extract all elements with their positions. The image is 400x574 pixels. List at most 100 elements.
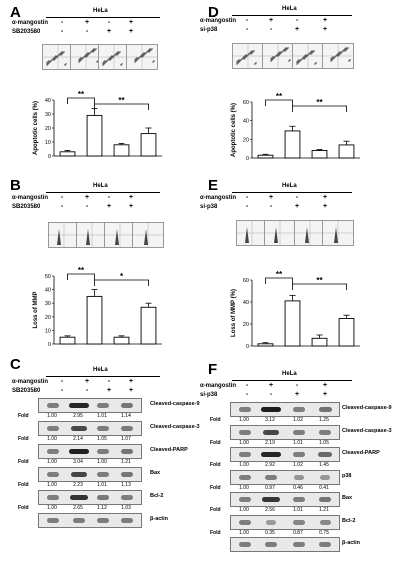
protein-band (96, 472, 109, 477)
drug-sign: + (84, 378, 90, 385)
y-tick-label: 30 (45, 112, 51, 118)
fold-label: Fold (18, 482, 29, 488)
drug-label: α-mangostin (200, 18, 237, 24)
inhibitor-label: si-p38 (200, 204, 218, 210)
fold-value: 1.21 (319, 507, 329, 513)
blot-strip (230, 537, 340, 552)
protein-band (293, 542, 305, 547)
y-tick-label: 20 (45, 126, 51, 132)
fold-value: 0.35 (265, 529, 275, 536)
header-cell-line-f: HeLa (282, 371, 297, 377)
inhibitor-label: si-p38 (200, 27, 218, 33)
inhibitor-sign: + (322, 203, 328, 210)
drug-sign: - (245, 382, 249, 389)
drug-sign: + (322, 382, 328, 389)
flow-cytometry-plot (292, 43, 324, 69)
fold-label: Fold (18, 505, 29, 511)
y-tick-label: 0 (48, 154, 51, 160)
fold-value: 1.00 (47, 459, 57, 465)
drug-sign: - (60, 19, 64, 26)
y-tick-label: 0 (48, 342, 51, 348)
protein-band (70, 472, 88, 477)
protein-band (96, 403, 109, 408)
bar (113, 144, 130, 157)
y-tick-label: 60 (243, 278, 249, 284)
blot-strip (230, 469, 340, 485)
protein-band (262, 429, 280, 435)
significance-bracket (292, 105, 347, 112)
fold-value: 1.00 (239, 507, 249, 513)
flow-cytometry-plot (322, 220, 354, 246)
fold-value: 1.14 (121, 413, 131, 419)
fold-label: Fold (210, 507, 221, 513)
fold-value: 2.23 (73, 482, 83, 488)
fold-value: 1.00 (239, 439, 249, 446)
fold-value: 1.05 (97, 436, 107, 442)
header-divider (46, 376, 160, 377)
flow-cytometry-plot (42, 44, 74, 70)
header-divider (232, 380, 352, 381)
fold-label: Fold (210, 462, 221, 468)
protein-band (320, 474, 330, 480)
fold-value: 0.87 (293, 529, 303, 536)
y-tick-label: 40 (45, 288, 51, 294)
protein-band (319, 519, 331, 525)
fold-label: Fold (18, 413, 29, 419)
significance-stars: ** (316, 98, 323, 107)
fold-value: 1.02 (293, 417, 303, 423)
drug-sign: + (128, 19, 134, 26)
inhibitor-label: si-p38 (200, 392, 218, 398)
protein-band (120, 495, 134, 500)
fold-value: 1.00 (239, 417, 249, 423)
drug-sign: + (84, 194, 90, 201)
significance-bracket (265, 277, 293, 284)
inhibitor-sign: - (85, 28, 89, 35)
inhibitor-label: SB203580 (12, 388, 41, 394)
bar (113, 336, 130, 345)
significance-stars: * (120, 272, 124, 281)
drug-sign: + (268, 382, 274, 389)
protein-band (47, 449, 59, 454)
y-axis-label: Loss of MMP (33, 292, 39, 329)
drug-sign: - (245, 17, 249, 24)
y-tick-label: 40 (243, 119, 249, 125)
fold-value: 1.00 (47, 482, 57, 488)
protein-label: Cleaved-caspase-3 (150, 424, 200, 430)
drug-label: α-mangostin (200, 383, 237, 389)
fold-value: 0.41 (319, 484, 329, 491)
protein-label: β-actin (150, 516, 169, 522)
panel-label-f: F (208, 361, 218, 378)
protein-band (239, 429, 251, 435)
fold-value: 1.00 (97, 459, 107, 465)
protein-band (120, 426, 134, 431)
y-tick-label: 0 (246, 344, 249, 350)
header-divider (232, 192, 352, 193)
protein-band (121, 518, 133, 523)
drug-sign: - (295, 194, 299, 201)
inhibitor-sign: - (60, 28, 64, 35)
y-tick-label: 10 (45, 328, 51, 334)
protein-band (73, 518, 85, 523)
significance-bracket (265, 99, 293, 106)
inhibitor-sign: - (269, 391, 273, 398)
fold-value: 0.75 (319, 529, 329, 536)
blot-strip (230, 514, 340, 530)
panel-label-d: D (208, 4, 219, 21)
header-divider (46, 17, 160, 18)
fold-value: 1.45 (319, 462, 329, 468)
inhibitor-sign: + (294, 26, 300, 33)
drug-sign: + (268, 194, 274, 201)
drug-sign: + (268, 17, 274, 24)
bar (284, 130, 301, 159)
fold-label: Fold (18, 459, 29, 465)
protein-band (293, 519, 305, 525)
protein-label: Cleaved-PARP (150, 447, 188, 453)
fold-value: 1.00 (239, 529, 249, 536)
fold-value: 1.07 (121, 436, 131, 442)
protein-band (294, 474, 304, 480)
protein-label: β-actin (342, 540, 361, 546)
